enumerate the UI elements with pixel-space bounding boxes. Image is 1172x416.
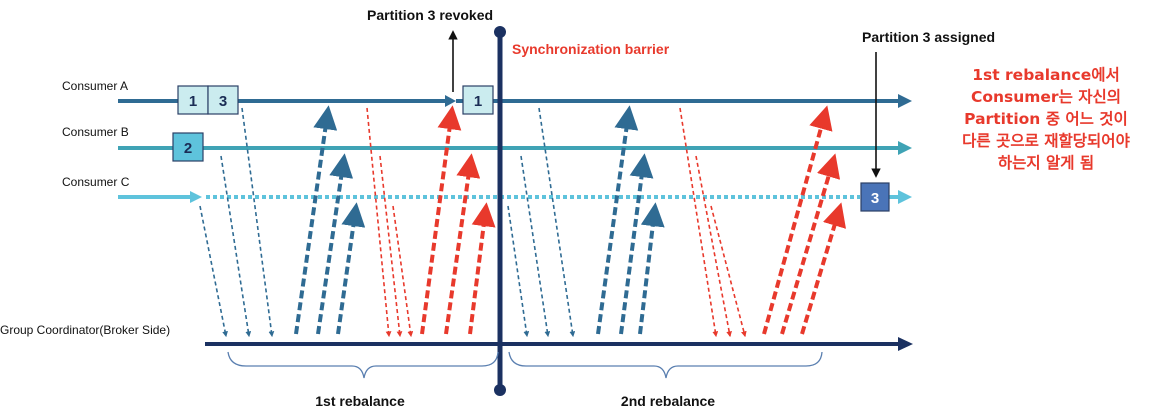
consumer-a-partitions: 1 3	[177, 85, 239, 115]
assigned-label: Partition 3 assigned	[862, 29, 995, 45]
arrow-right-icon	[898, 94, 912, 108]
rebalance-2-label: 2nd rebalance	[621, 393, 715, 409]
note-line: 다른 곳으로 재할당되어야	[962, 132, 1130, 150]
arrow-right-icon	[898, 141, 912, 155]
note-line: 하는지 알게 됨	[997, 154, 1095, 172]
consumer-b-timeline	[118, 141, 912, 155]
note-line: Partition 중 어느 것이	[964, 110, 1128, 128]
red-response-arrows	[420, 105, 846, 335]
blue-request-arrows	[199, 107, 576, 338]
arrow-right-icon	[445, 95, 456, 107]
consumer-a-timeline	[118, 94, 912, 108]
coordinator-label: Group Coordinator(Broker Side)	[0, 323, 170, 337]
red-request-arrows	[366, 107, 747, 338]
rebalance-1-brace	[227, 351, 499, 379]
note-line: 1st rebalance에서	[972, 66, 1120, 84]
blue-response-arrows	[294, 105, 665, 335]
revoked-label: Partition 3 revoked	[367, 7, 493, 23]
coordinator-timeline	[205, 337, 913, 351]
arrow-right-icon	[190, 191, 202, 203]
synchronization-barrier	[494, 26, 506, 396]
consumer-b-partition: 2	[172, 132, 204, 162]
consumer-c-timeline	[118, 190, 912, 204]
rebalance-2-brace	[508, 351, 823, 379]
partition-2-label: 2	[184, 140, 192, 157]
consumer-a-label: Consumer A	[62, 79, 128, 93]
partition-3-label: 3	[219, 93, 227, 110]
partition-3-assigned-label: 3	[871, 190, 879, 207]
consumer-c-label: Consumer C	[62, 175, 130, 189]
partition-1-label: 1	[189, 93, 197, 110]
rebalance-1-label: 1st rebalance	[315, 393, 405, 409]
arrow-right-icon	[898, 337, 913, 351]
consumer-a-partition-after: 1	[462, 85, 494, 115]
barrier-label: Synchronization barrier	[512, 41, 670, 57]
rebalance-note: 1st rebalance에서 Consumer는 자신의 Partition …	[926, 64, 1166, 174]
arrow-right-icon	[898, 190, 912, 204]
consumer-b-label: Consumer B	[62, 125, 129, 139]
note-line: Consumer는 자신의	[970, 88, 1122, 106]
consumer-c-partition-assigned: 3	[860, 182, 890, 212]
partition-1-after-label: 1	[474, 93, 482, 110]
